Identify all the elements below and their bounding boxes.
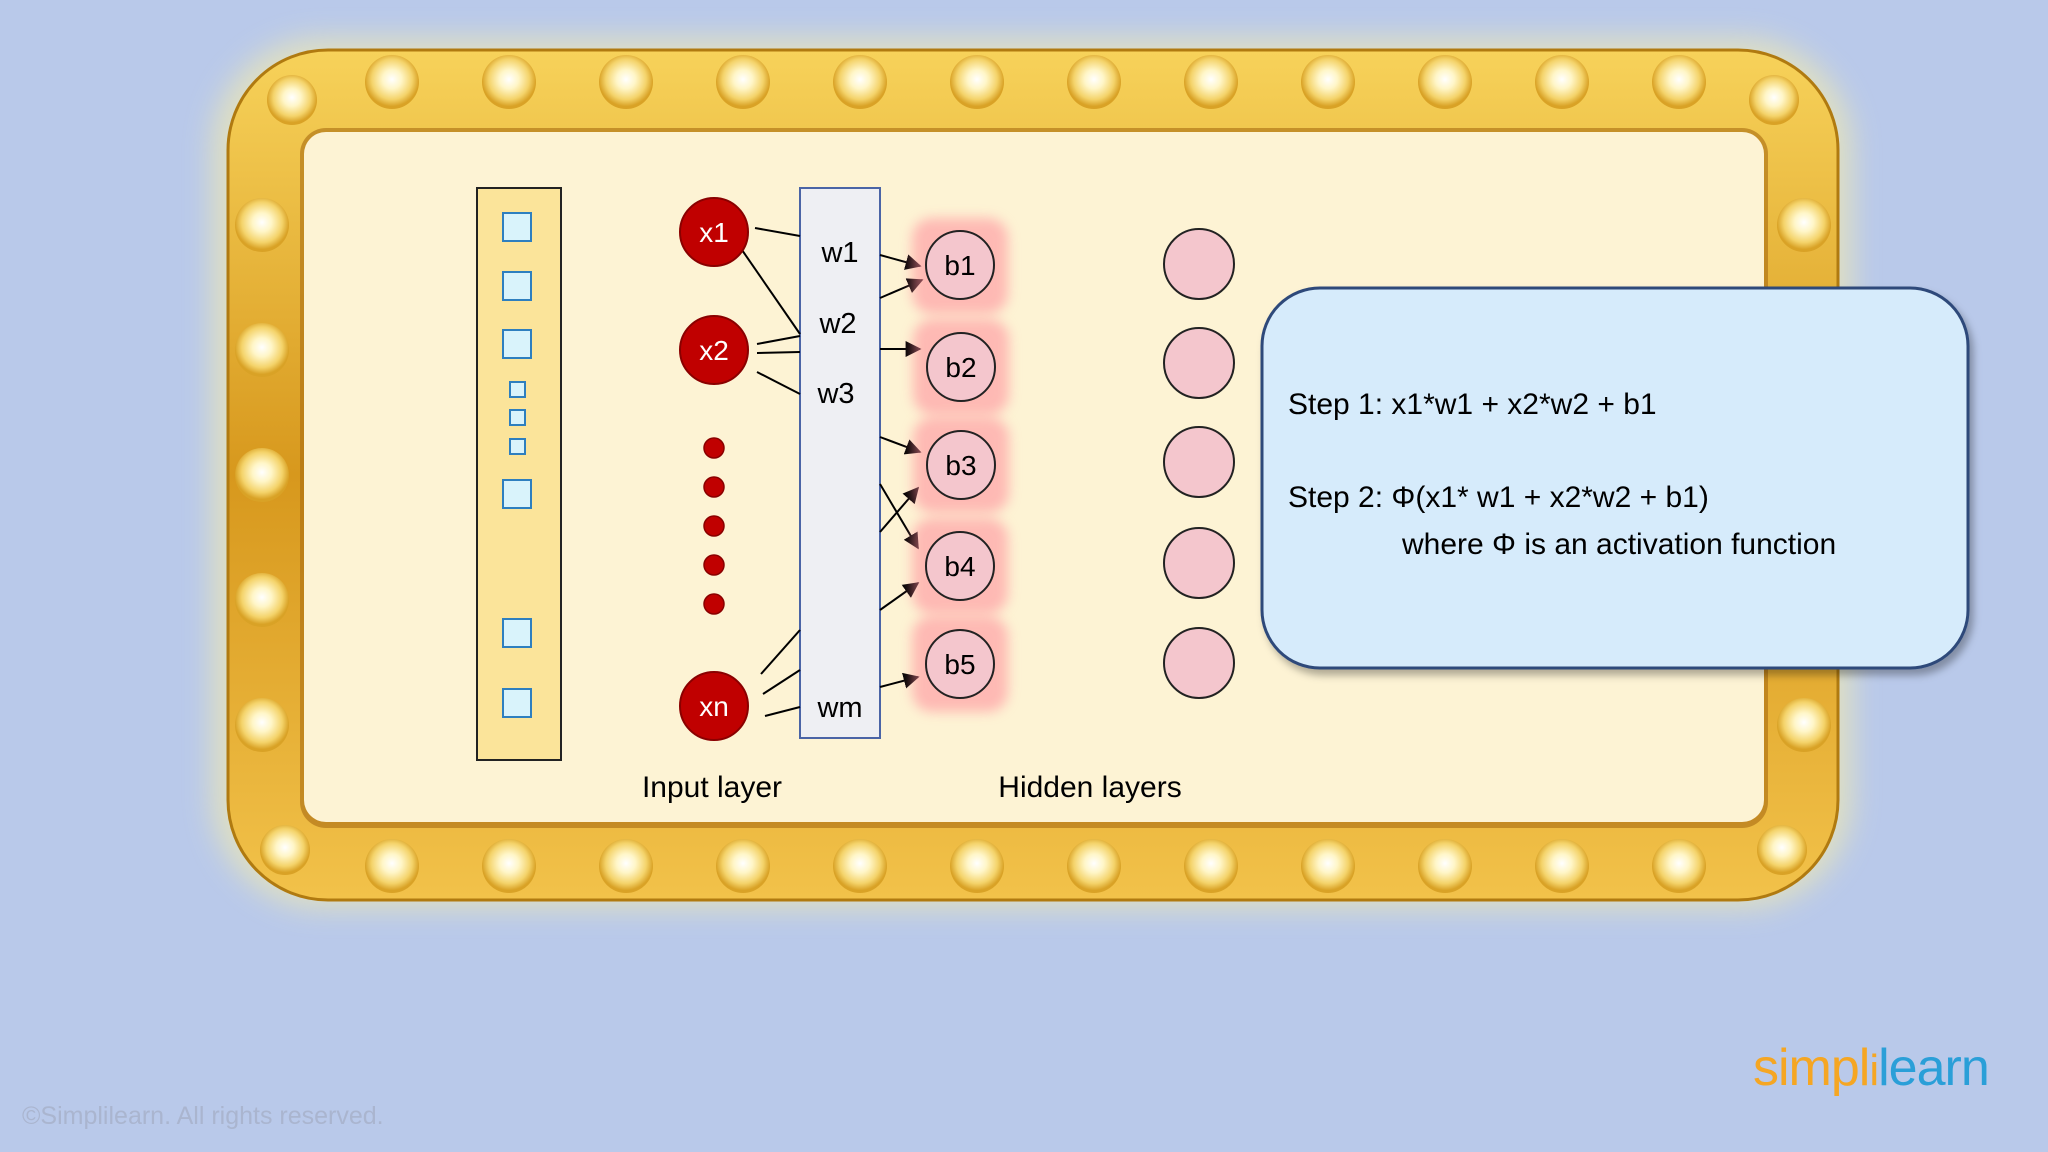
marquee-bulb [1535,55,1589,109]
vector-cell [503,689,531,717]
marquee-bulb [482,55,536,109]
connection-line [757,352,800,353]
bias-node-label: b2 [945,352,976,383]
logo-part-2: learn [1878,1039,1989,1097]
marquee-bulb [716,839,770,893]
marquee-bulb [235,573,289,627]
marquee-bulb [1418,55,1472,109]
step-2-text: Step 2: Φ(x1* w1 + x2*w2 + b1) [1288,481,1709,514]
bias-node-label: b1 [944,250,975,281]
bias-node-label: b3 [945,450,976,481]
input-node-xn: xn [680,672,748,740]
marquee-bulb [1067,55,1121,109]
marquee-bulb [1418,839,1472,893]
marquee-bulb [260,825,310,875]
marquee-bulb [267,75,317,125]
step-2-note: where Φ is an activation function [1401,528,1836,561]
vector-cell [503,272,531,300]
bias-node-b4: b4 [912,518,1008,614]
marquee-bulb [365,839,419,893]
marquee-bulb [1301,839,1355,893]
input-node-label: x1 [699,217,729,248]
bias-node-b1: b1 [912,218,1008,314]
step-callout: Step 1: x1*w1 + x2*w2 + b1 Step 2: Φ(x1*… [1262,288,1968,668]
hidden-layers-label: Hidden layers [998,771,1181,804]
logo-part-1: simpl [1753,1039,1869,1097]
vector-cell [510,410,525,425]
marquee-bulb [1652,839,1706,893]
step-1-text: Step 1: x1*w1 + x2*w2 + b1 [1288,388,1657,421]
hidden-node [1164,427,1234,497]
marquee-bulb [950,55,1004,109]
input-vector [477,188,561,760]
bias-node-b3: b3 [913,417,1009,513]
bias-node-label: b4 [944,551,975,582]
marquee-bulb [1067,839,1121,893]
marquee-bulb [599,839,653,893]
marquee-bulb [1652,55,1706,109]
bias-node-b5: b5 [912,616,1008,712]
marquee-bulb [235,198,289,252]
input-node-x1: x1 [680,198,748,266]
marquee-bulb [1757,825,1807,875]
marquee-bulb [1184,55,1238,109]
marquee-bulb [716,55,770,109]
marquee-bulb [1777,698,1831,752]
marquee-bulb [1301,55,1355,109]
weight-column [800,188,880,738]
input-layer-label: Input layer [642,771,782,804]
hidden-node [1164,628,1234,698]
weight-label-wm: wm [816,692,862,724]
marquee-bulb [950,839,1004,893]
input-node-x2: x2 [680,316,748,384]
vector-cell [503,619,531,647]
hidden-node [1164,328,1234,398]
vector-cell [510,439,525,454]
marquee-bulb [1535,839,1589,893]
bias-node-b2: b2 [913,319,1009,415]
bias-node-label: b5 [944,649,975,680]
marquee-bulb [1749,75,1799,125]
vector-cell [503,213,531,241]
input-node-label: xn [699,691,729,722]
vector-cell [503,330,531,358]
marquee-bulb [235,698,289,752]
weight-label-w1: w1 [820,237,858,269]
marquee-bulb [235,323,289,377]
marquee-bulb [482,839,536,893]
marquee-bulb [365,55,419,109]
marquee-bulb [833,55,887,109]
weight-label-w3: w3 [816,378,854,410]
vector-cell [510,382,525,397]
copyright-text: ©Simplilearn. All rights reserved. [22,1102,384,1131]
marquee-bulb [235,448,289,502]
vector-cell [503,480,531,508]
hidden-node [1164,528,1234,598]
marquee-bulb [1777,198,1831,252]
marquee-bulb [599,55,653,109]
simplilearn-logo: simplilearn [1753,1038,1989,1098]
weight-label-w2: w2 [818,308,856,340]
marquee-bulb [833,839,887,893]
marquee-bulb [1184,839,1238,893]
input-node-label: x2 [699,335,729,366]
hidden-node [1164,229,1234,299]
logo-separator: i [1869,1046,1878,1095]
